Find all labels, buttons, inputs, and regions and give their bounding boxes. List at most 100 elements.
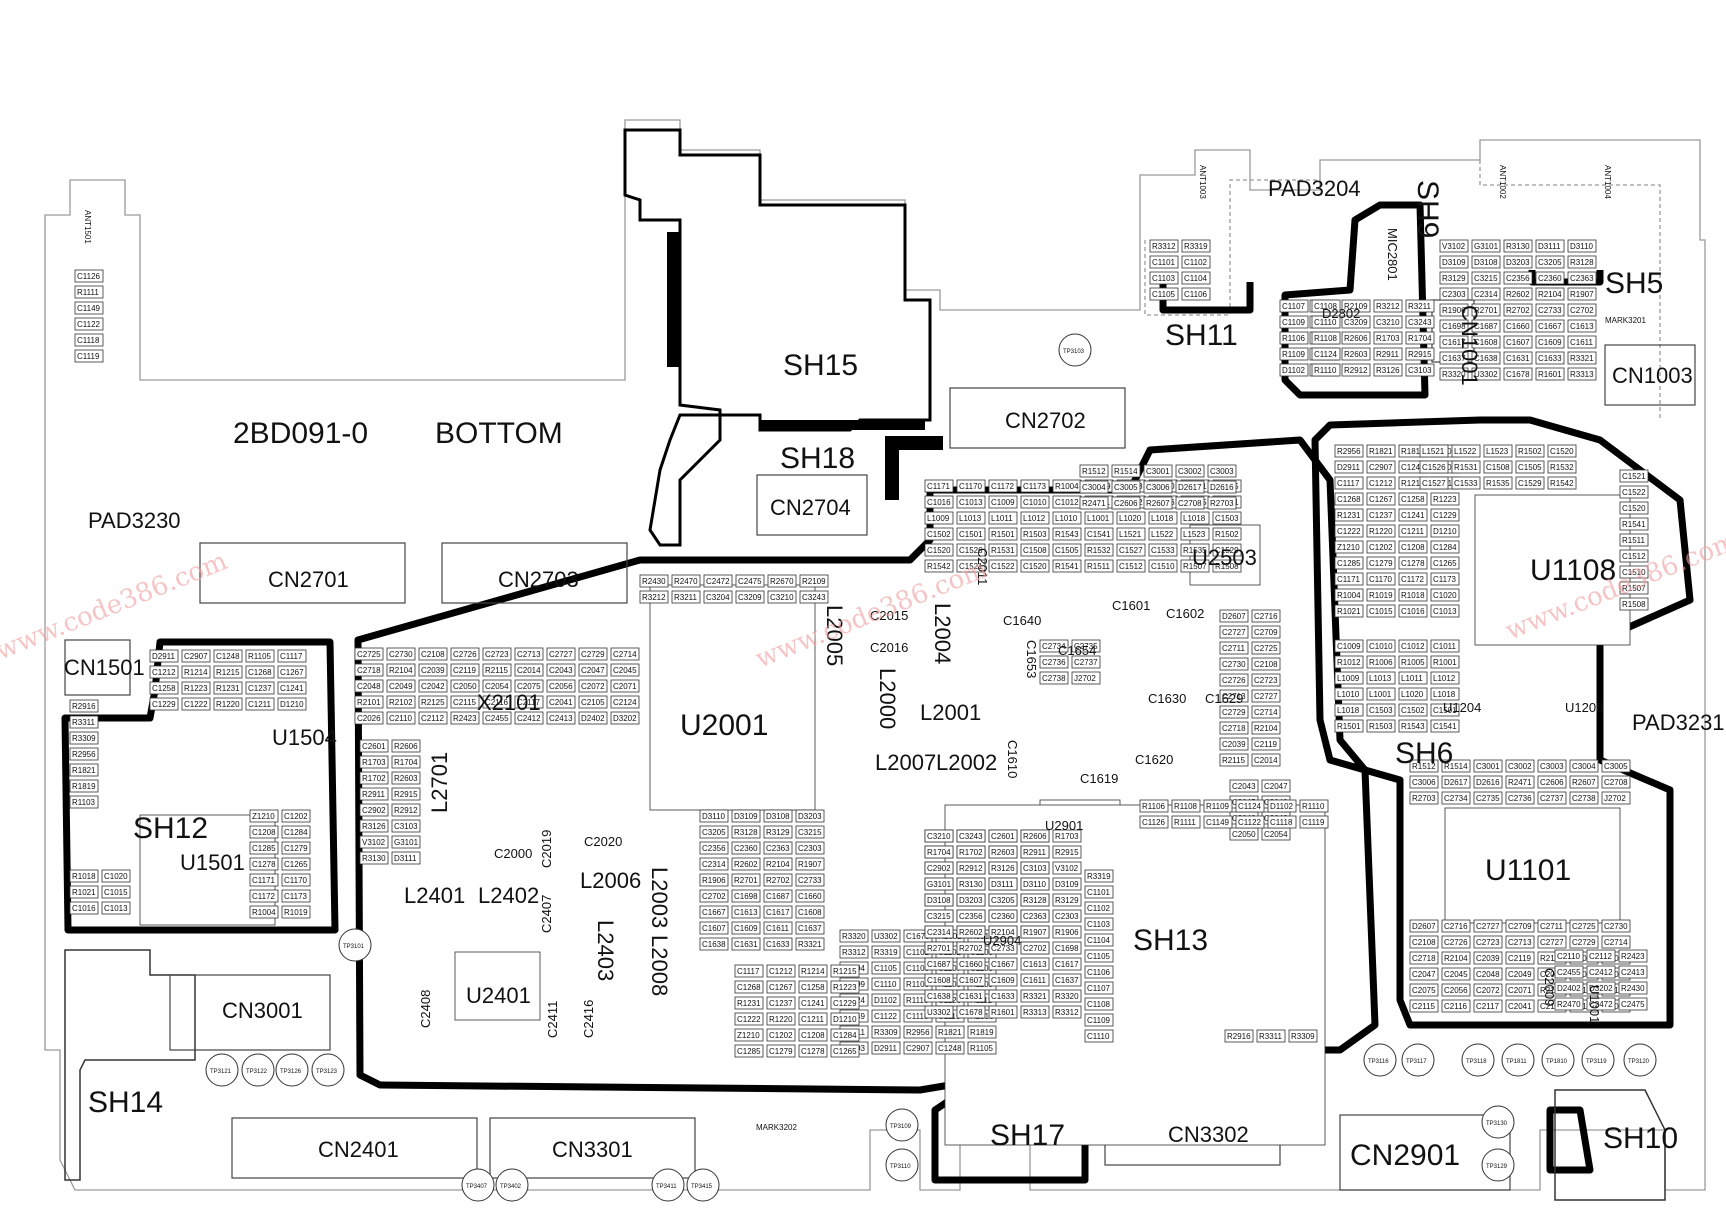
smd-component: R2915 [1052,845,1082,859]
smd-outline [1251,641,1281,655]
smd-outline [988,941,1018,955]
smd-outline [1212,543,1242,557]
smd-label: C3001 [1476,762,1500,771]
smd-component: C1202 [766,1028,796,1042]
smd-label: R1704 [1408,334,1432,343]
smd-outline [1430,671,1460,685]
smd-outline [988,845,1018,859]
smd-outline [69,747,99,761]
smd-component: C1698 [1439,319,1469,333]
smd-outline [1148,543,1178,557]
smd-component: C2709 [1505,919,1535,933]
smd-component: D3111 [391,851,421,865]
smd-component: C1660 [956,957,986,971]
smd-outline [1052,845,1082,859]
smd-component: C2725 [1251,641,1281,655]
smd-component: C1611 [763,921,793,935]
smd-component: C2014 [1251,753,1281,767]
smd-label: C3210 [927,832,951,841]
smd-label: R3211 [1408,302,1432,311]
smd-outline [1473,983,1503,997]
test-point: TP3121 [205,1053,239,1087]
smd-outline [1601,791,1631,805]
smd-component: C2737 [1071,655,1101,669]
smd-component: C1110 [1311,315,1341,329]
smd-label: R2915 [1055,848,1079,857]
smd-component: C1237 [766,996,796,1010]
smd-label: D3110 [1570,242,1594,251]
smd-outline [1567,271,1597,285]
smd-outline [354,711,384,725]
smd-label: D2617 [1444,778,1468,787]
smd-outline [1473,999,1503,1013]
smd-component: C2108 [1409,935,1439,949]
smd-label: L1018 [1151,514,1174,523]
smd-outline [1567,367,1597,381]
smd-outline [924,941,954,955]
smd-component: C1117 [734,964,764,978]
smd-outline [988,957,1018,971]
smd-component: C1521 [956,559,986,573]
smd-outline [1207,480,1237,494]
smd-outline [1256,1029,1286,1043]
smd-component: R1532 [1547,460,1577,474]
smd-label: C2047 [1412,970,1436,979]
smd-label: C1258 [152,684,176,693]
smd-component: C1237 [245,681,275,695]
smd-component: C2606 [1537,775,1567,789]
smd-outline [763,841,793,855]
smd-component: C2709 [1251,625,1281,639]
smd-label: D3203 [798,812,822,821]
smd-component: R1502 [1212,527,1242,541]
smd-outline [546,647,576,661]
smd-component: C2708 [1175,496,1205,510]
smd-outline [1366,639,1396,653]
smd-outline [1203,799,1233,813]
smd-outline [1341,331,1371,345]
smd-outline [546,695,576,709]
smd-label: R1110 [1302,802,1325,811]
smd-component: C2723 [1473,935,1503,949]
smd-outline [1052,877,1082,891]
smd-label: C1173 [1433,575,1457,584]
smd-outline [1471,335,1501,349]
smd-outline [1619,485,1649,499]
smd-component: C1102 [1181,255,1211,269]
smd-outline [418,663,448,677]
smd-component: C1016 [1398,604,1428,618]
test-point-circle [1481,1105,1515,1139]
smd-label: C2360 [991,912,1015,921]
smd-component: R1906 [1439,303,1469,317]
smd-label: R3320 [842,932,866,941]
smd-label: Z1210 [252,812,275,821]
smd-component: C2105 [578,695,608,709]
smd-label: C2048 [357,682,381,691]
smd-label: C1284 [833,1031,857,1040]
smd-label: R3126 [362,822,386,831]
smd-component: C3210 [1373,315,1403,329]
smd-outline [1569,935,1599,949]
smd-label: C1611 [1023,976,1047,985]
smd-outline [830,964,860,978]
smd-component: C1101 [1149,255,1179,269]
smd-component: C1520 [1547,444,1577,458]
smd-component: C3209 [1341,315,1371,329]
smd-outline [1334,524,1364,538]
smd-outline [1398,655,1428,669]
smd-outline [359,739,389,753]
smd-component: C2314 [1471,287,1501,301]
smd-component: C1202 [281,809,311,823]
smd-component: C2108 [1251,657,1281,671]
label-c2019: C2019 [539,830,554,868]
smd-component: C1170 [281,873,311,887]
smd-outline [450,679,480,693]
smd-component: C1105 [1149,287,1179,301]
smd-outline [1366,476,1396,490]
smd-component: C1258 [798,980,828,994]
smd-outline [391,851,421,865]
smd-label: R1223 [833,983,857,992]
smd-outline [1079,464,1109,478]
smd-label: C3006 [1412,778,1436,787]
smd-outline [1366,540,1396,554]
smd-outline [1052,909,1082,923]
